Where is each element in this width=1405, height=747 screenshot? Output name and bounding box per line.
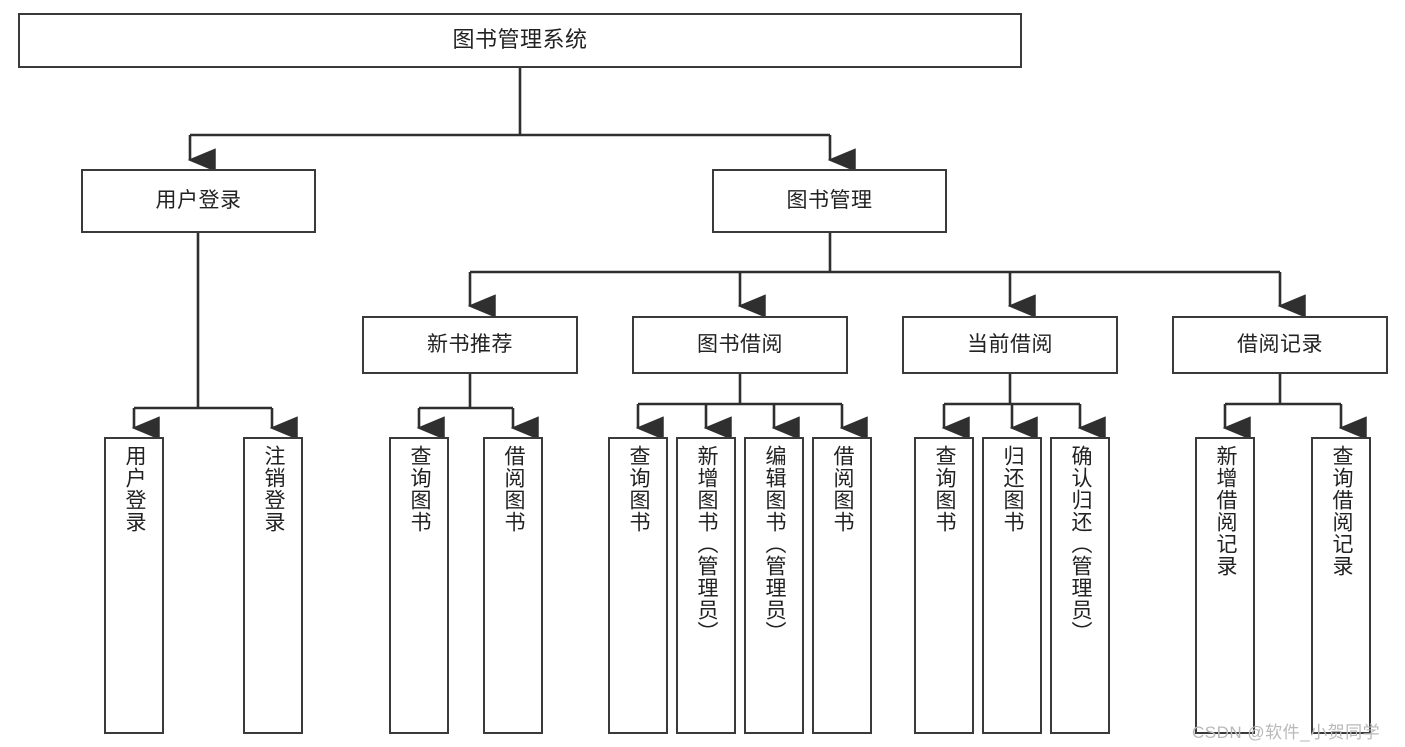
node-leaf-edit-book-admin[interactable]: 编辑图书（管理员） — [744, 437, 804, 734]
node-leaf-query-borrow-record-label: 查询借阅记录 — [1329, 445, 1353, 577]
csdn-watermark-text: CSDN @软件_小贺同学 — [1192, 723, 1381, 742]
node-leaf-add-book-admin-label: 新增图书（管理员） — [694, 445, 718, 643]
node-leaf-confirm-return-admin[interactable]: 确认归还（管理员） — [1050, 437, 1110, 734]
node-leaf-borrow-book-rec[interactable]: 借阅图书 — [483, 437, 543, 734]
node-new-book-recommend[interactable]: 新书推荐 — [362, 316, 578, 374]
node-leaf-logout[interactable]: 注销登录 — [243, 437, 303, 734]
node-current-borrow-label: 当前借阅 — [967, 333, 1053, 357]
node-leaf-return-book[interactable]: 归还图书 — [982, 437, 1042, 734]
node-leaf-query-book-borrow[interactable]: 查询图书 — [608, 437, 668, 734]
node-book-borrow-label: 图书借阅 — [697, 333, 783, 357]
node-user-login[interactable]: 用户登录 — [81, 169, 316, 233]
node-root[interactable]: 图书管理系统 — [18, 13, 1022, 68]
node-book-management[interactable]: 图书管理 — [712, 169, 947, 233]
node-leaf-confirm-return-admin-label: 确认归还（管理员） — [1068, 445, 1092, 643]
node-book-borrow[interactable]: 图书借阅 — [632, 316, 848, 374]
node-leaf-query-book-rec[interactable]: 查询图书 — [389, 437, 449, 734]
node-leaf-user-login[interactable]: 用户登录 — [104, 437, 164, 734]
node-leaf-add-book-admin[interactable]: 新增图书（管理员） — [676, 437, 736, 734]
node-leaf-borrow-book[interactable]: 借阅图书 — [812, 437, 872, 734]
node-user-login-label: 用户登录 — [155, 189, 242, 213]
node-leaf-add-borrow-record-label: 新增借阅记录 — [1213, 445, 1237, 577]
node-leaf-query-book-borrow-label: 查询图书 — [626, 445, 650, 533]
node-current-borrow[interactable]: 当前借阅 — [902, 316, 1118, 374]
node-leaf-edit-book-admin-label: 编辑图书（管理员） — [762, 445, 786, 643]
node-borrow-records-label: 借阅记录 — [1237, 333, 1323, 357]
node-new-book-recommend-label: 新书推荐 — [427, 333, 513, 357]
node-leaf-query-book-rec-label: 查询图书 — [407, 445, 431, 533]
node-leaf-return-book-label: 归还图书 — [1000, 445, 1024, 533]
node-leaf-borrow-book-rec-label: 借阅图书 — [501, 445, 525, 533]
node-root-label: 图书管理系统 — [452, 27, 588, 53]
node-borrow-records[interactable]: 借阅记录 — [1172, 316, 1388, 374]
node-leaf-query-book-current[interactable]: 查询图书 — [914, 437, 974, 734]
node-leaf-borrow-book-label: 借阅图书 — [830, 445, 854, 533]
node-book-management-label: 图书管理 — [786, 189, 873, 213]
node-leaf-logout-label: 注销登录 — [261, 445, 285, 533]
node-leaf-query-borrow-record[interactable]: 查询借阅记录 — [1311, 437, 1371, 734]
node-leaf-query-book-current-label: 查询图书 — [932, 445, 956, 533]
node-leaf-user-login-label: 用户登录 — [122, 445, 146, 533]
csdn-watermark: CSDN @软件_小贺同学 — [1192, 718, 1380, 743]
node-leaf-add-borrow-record[interactable]: 新增借阅记录 — [1195, 437, 1255, 734]
